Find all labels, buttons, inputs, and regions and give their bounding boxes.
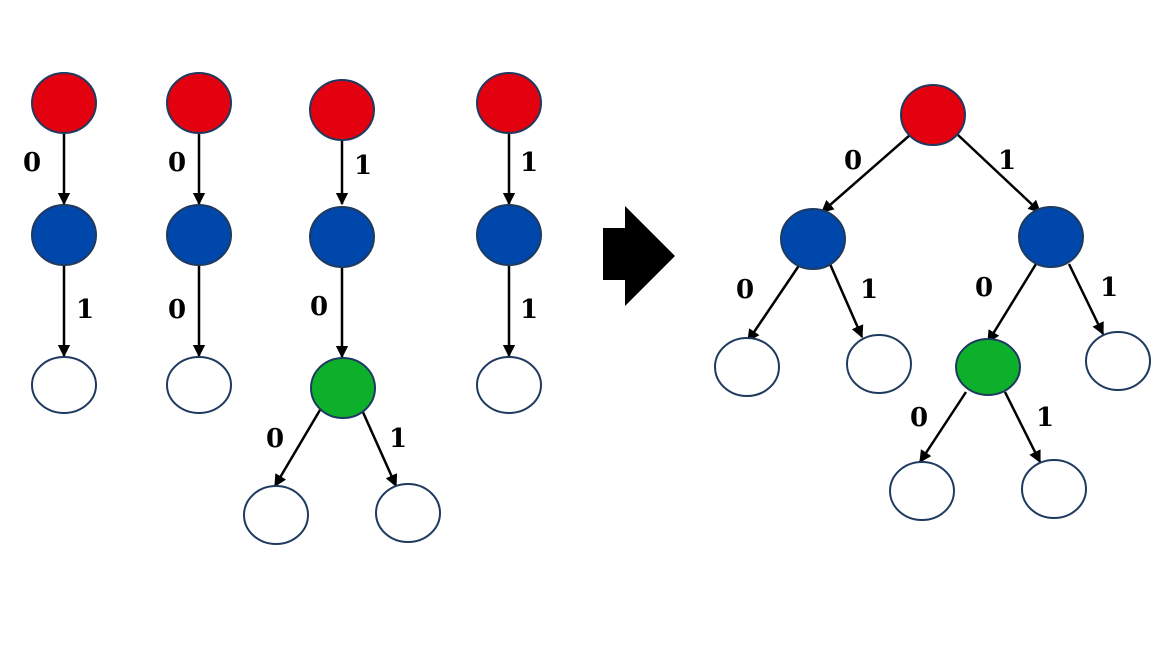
merged-tree: 0 1 0 1 0 1 0 1 [714, 84, 1151, 521]
edge-label: 1 [389, 424, 407, 454]
edge-label: 1 [520, 295, 538, 325]
edge-label: 1 [76, 295, 94, 325]
edge-label: 0 [844, 146, 862, 176]
leaf-node [31, 356, 97, 414]
edge-label: 1 [1100, 273, 1118, 303]
red-node [309, 79, 375, 141]
edge-label: 0 [975, 273, 993, 303]
edge [821, 134, 911, 213]
leaf-node [243, 485, 309, 545]
edge [1003, 391, 1042, 464]
edge-label: 1 [1036, 403, 1054, 433]
blue-node [780, 208, 846, 270]
edge-label: 0 [23, 148, 41, 178]
right-arrow-icon [603, 206, 675, 306]
leaf-node [476, 356, 542, 414]
red-node [900, 84, 966, 146]
blue-node [166, 204, 232, 266]
red-node [476, 72, 542, 134]
edge-label: 1 [998, 146, 1016, 176]
path-d: 1 1 [476, 72, 542, 414]
edge [957, 134, 1041, 213]
blue-node [31, 204, 97, 266]
edge-label: 0 [266, 424, 284, 454]
red-node [166, 72, 232, 134]
edge [918, 391, 968, 464]
leaf-node [889, 461, 955, 521]
green-node [955, 338, 1021, 396]
edge [986, 263, 1038, 344]
blue-node [1018, 206, 1084, 268]
blue-node [476, 204, 542, 266]
leaf-node [1085, 331, 1151, 391]
edge-label: 0 [910, 403, 928, 433]
edge [273, 409, 322, 488]
edge [828, 263, 864, 339]
edge-label: 0 [168, 148, 186, 178]
leaf-node [1021, 459, 1087, 519]
edge [746, 263, 802, 343]
edge-label: 0 [168, 295, 186, 325]
path-a: 0 1 [23, 72, 97, 414]
edge [360, 409, 398, 488]
leaf-node [846, 334, 912, 394]
path-b: 0 0 [166, 72, 232, 414]
edge-label: 1 [860, 275, 878, 305]
green-node [310, 357, 376, 419]
edge-label: 0 [736, 275, 754, 305]
leaf-node [166, 356, 232, 414]
edge-label: 0 [310, 292, 328, 322]
edge-label: 1 [520, 148, 538, 178]
edge-label: 1 [354, 151, 372, 181]
edge [1067, 263, 1105, 336]
blue-node [309, 206, 375, 268]
path-c: 1 0 0 1 [243, 79, 441, 545]
leaf-node [714, 337, 780, 397]
leaf-node [375, 483, 441, 543]
red-node [31, 72, 97, 134]
